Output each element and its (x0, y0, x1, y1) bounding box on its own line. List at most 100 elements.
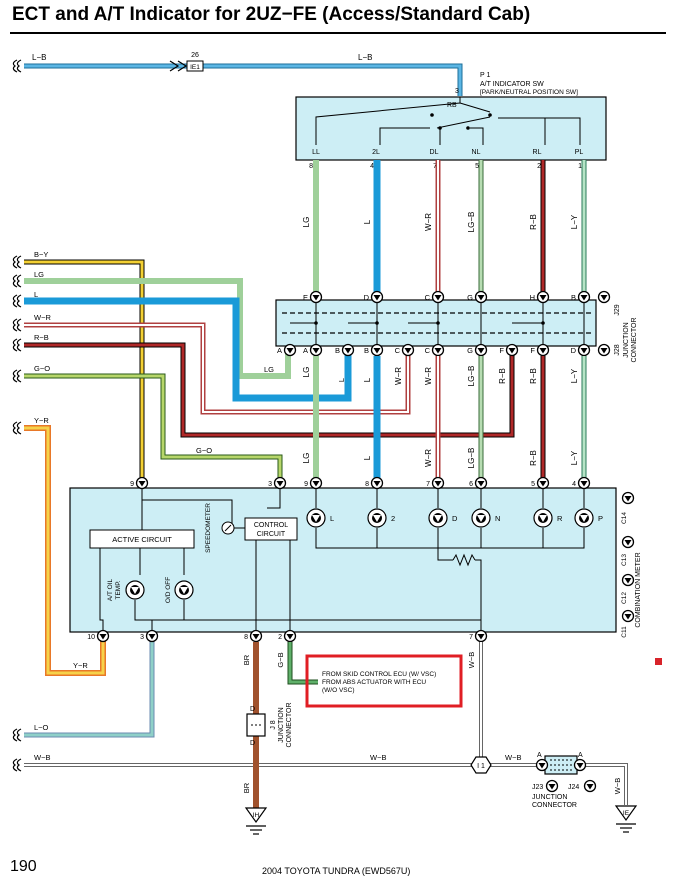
j8-name2: CONNECTOR (286, 703, 293, 748)
jb-b1: B (335, 346, 340, 355)
splice-i1: I 1 (470, 756, 492, 774)
conn-c13: C13 (621, 554, 628, 566)
conn-c14: C14 (621, 512, 628, 524)
active-circuit: ACTIVE CIRCUIT (112, 535, 172, 544)
label-wb-mid: W−B (370, 753, 386, 762)
term-2l: 2L (372, 149, 380, 156)
mt-pin-4: 4 (572, 481, 576, 488)
wname-m-wr: W−R (424, 449, 433, 467)
label-wb-ie: W−B (613, 778, 622, 794)
jb-d: D (571, 346, 577, 355)
jb-a2: A (303, 346, 308, 355)
wname-u-l: L (363, 219, 372, 224)
label-l: L (34, 290, 38, 299)
junction-j23-j24: A A J23 J24 JUNCTION CONNECTOR (532, 752, 597, 809)
j8-name: JUNCTION (278, 707, 285, 742)
mt-pin-9b: 9 (304, 481, 308, 488)
j23-pin-right: A (578, 752, 583, 759)
combination-meter: 9 3 9 8 7 6 5 4 L 2 D N R P ACTIVE CIRCU… (69, 476, 642, 643)
mb-pin-10: 10 (87, 634, 95, 641)
mb-pin-7: 7 (469, 634, 473, 641)
left-wire-ends (12, 59, 22, 772)
wname-u-ly: L−Y (570, 214, 579, 229)
lamp-n (471, 508, 491, 528)
mb-pin-3: 3 (140, 634, 144, 641)
jt-c: C (425, 293, 431, 302)
at-oil-label-2: TEMP. (115, 580, 122, 599)
junction-j8: D D J 8 JUNCTION CONNECTOR (246, 703, 293, 748)
note-line-1: FROM SKID CONTROL ECU (W/ VSC) (322, 671, 436, 678)
label-junction: JUNCTION (623, 322, 630, 357)
label-br-2: BR (242, 782, 251, 793)
switch-rb: RB (447, 102, 457, 109)
mt-pin-9a: 9 (130, 481, 134, 488)
wires-junction-meter: LG L W−R W−R LG−B R−B R−B L−Y W−R LG−B R… (302, 356, 587, 478)
lamp-label-n: N (495, 514, 500, 523)
jt-g: G (467, 293, 473, 302)
label-lg-2: LG (264, 365, 274, 374)
title-rule (10, 32, 666, 34)
sw-pin-8: 8 (309, 163, 313, 170)
wname-u-lg: LG (302, 217, 311, 228)
wname-l-wr1: W−R (394, 367, 403, 385)
control-circuit-1: CONTROL (254, 522, 288, 529)
ground-ih-label: IH (253, 812, 260, 819)
wname-l-rb2: R−B (529, 368, 538, 384)
label-go-2: G−O (196, 446, 212, 455)
label-rb: R−B (34, 333, 49, 342)
lamp-at-oil (125, 580, 145, 600)
mt-pin-3: 3 (268, 481, 272, 488)
term-rl: RL (533, 149, 542, 156)
label-br-1: BR (242, 654, 251, 665)
footer-text: 2004 TOYOTA TUNDRA (EWD567U) (262, 866, 411, 876)
jt-e: E (303, 293, 308, 302)
mt-pin-7: 7 (426, 481, 430, 488)
label-connector: CONNECTOR (631, 318, 638, 363)
jb-g: G (467, 346, 473, 355)
mt-pin-6: 6 (469, 481, 473, 488)
lamp-r (533, 508, 553, 528)
mt-pin-5: 5 (531, 481, 535, 488)
jb-f1: F (499, 346, 504, 355)
ground-ie: IE (614, 805, 638, 833)
wname-l-lg: LG (302, 367, 311, 378)
lamp-label-2: 2 (391, 514, 395, 523)
term-dl: DL (430, 149, 439, 156)
at-indicator-switch: P 1 A/T INDICATOR SW [PARK/NEUTRAL POSIT… (295, 72, 607, 170)
j8-pin-top: D (250, 706, 255, 713)
label-lb-right: L−B (358, 53, 372, 62)
j23-pin-left: A (537, 752, 542, 759)
wname-m-l: L (363, 455, 372, 460)
j8-pin-bottom: D (250, 740, 255, 747)
mb-pin-8: 8 (244, 634, 248, 641)
sw-pin-2: 2 (537, 163, 541, 170)
wname-m-lgb: LG−B (467, 448, 476, 469)
j23-name: JUNCTION (532, 794, 567, 801)
label-go: G−O (34, 364, 50, 373)
conn-ie1: IE1 (190, 64, 200, 71)
note-box: FROM SKID CONTROL ECU (W/ VSC) FROM ABS … (305, 654, 463, 708)
jt-b: B (571, 293, 576, 302)
left-harness: B−Y LG L W−R R−B G−O Y−R L−O W−B LG L G−… (24, 250, 515, 767)
jb-f2: F (530, 346, 535, 355)
label-by: B−Y (34, 250, 48, 259)
j23-id: J23 (532, 784, 543, 791)
label-lb-left: L−B (32, 53, 46, 62)
label-l-2: L (337, 378, 346, 382)
jt-d: D (364, 293, 370, 302)
label-j28: J28 (614, 344, 621, 355)
label-wr: W−R (34, 313, 51, 322)
speedometer-label: SPEEDOMETER (205, 503, 212, 553)
conn-c12: C12 (621, 592, 628, 604)
wire-lb-top: IE1 26 L−B L−B 3 (24, 52, 463, 96)
bottom-wires: BR BR G−B W−B W−B W−B W−B (242, 642, 628, 808)
wname-l-rb1: R−B (498, 368, 507, 384)
term-ll: LL (312, 149, 320, 156)
mt-pin-8: 8 (365, 481, 369, 488)
lamp-l (306, 508, 326, 528)
i1-label: I 1 (477, 763, 485, 770)
j24-id: J24 (568, 784, 579, 791)
page-title: ECT and A/T Indicator for 2UZ−FE (Access… (12, 4, 531, 25)
junction-j28-j29: E D C G H B A A B B C C G F F D J29 J28 … (275, 290, 638, 363)
